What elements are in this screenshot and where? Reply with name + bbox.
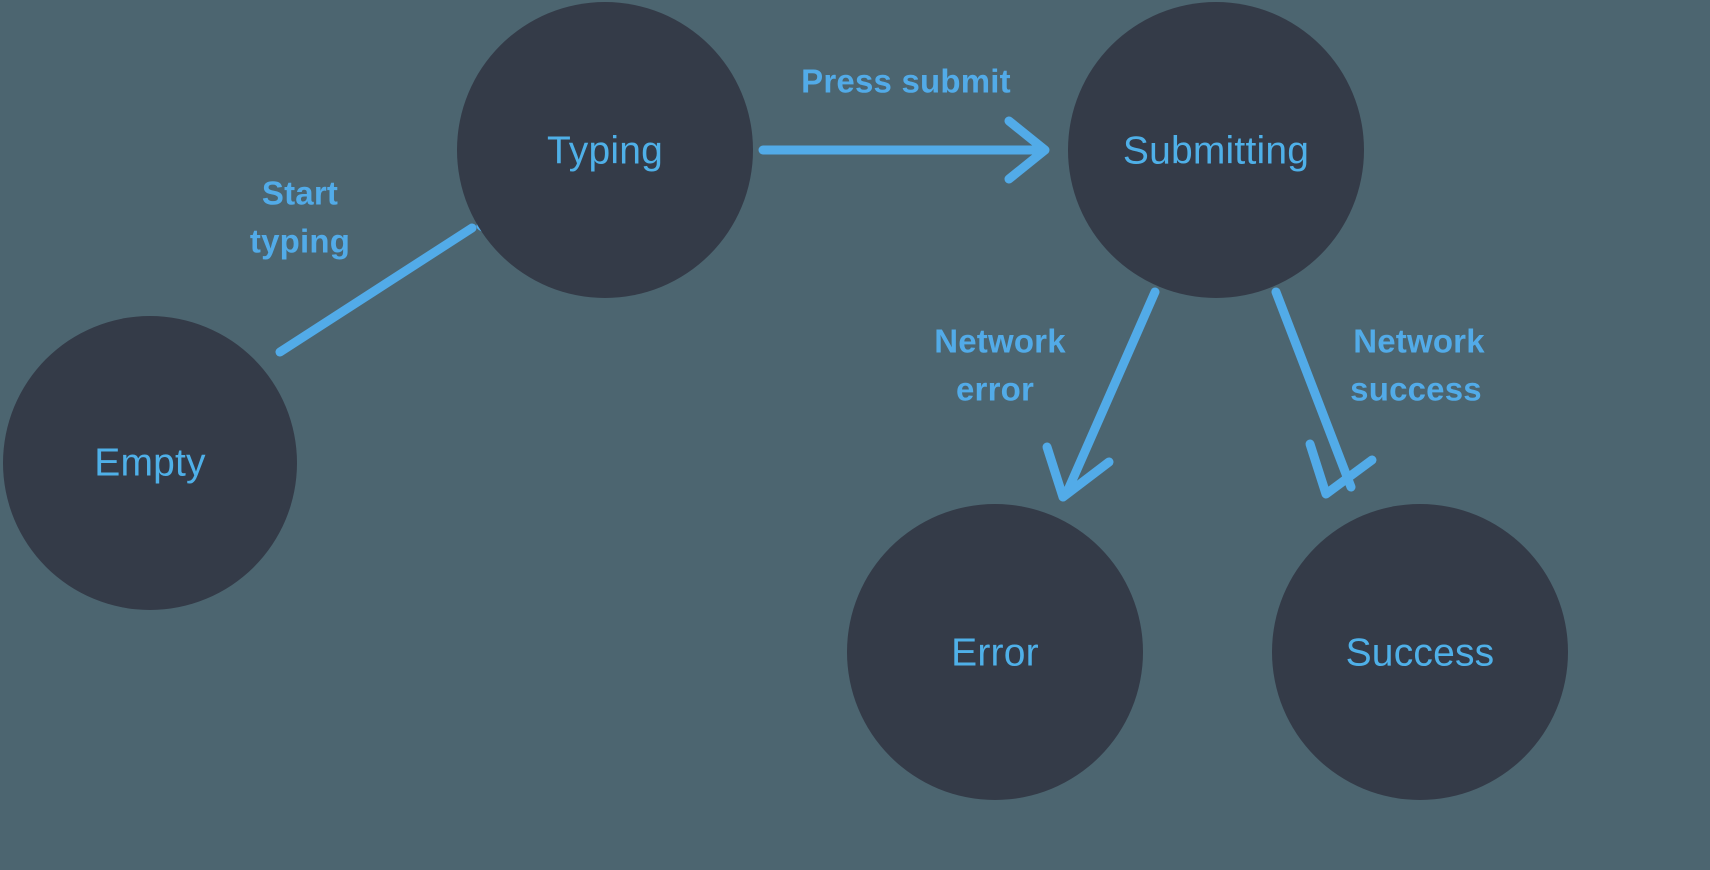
edge-label-press-submit: Press submit: [801, 63, 1011, 100]
node-label-submitting: Submitting: [1123, 130, 1309, 173]
edge-label-network-error: Network error: [934, 323, 1066, 408]
node-submitting[interactable]: Submitting: [1068, 2, 1364, 298]
edge-label-network-success: Network success: [1350, 323, 1485, 408]
node-circle-error[interactable]: [847, 504, 1143, 800]
arrowhead-network-error: [1042, 442, 1114, 502]
edge-network-error: [1042, 287, 1160, 502]
node-success[interactable]: Success: [1272, 504, 1568, 800]
edge-network-success: [1271, 287, 1377, 499]
node-typing[interactable]: Typing: [457, 2, 753, 298]
node-circle-success[interactable]: [1272, 504, 1568, 800]
node-circle-submitting[interactable]: [1068, 2, 1364, 298]
edge-line-start-typing: [275, 223, 477, 357]
node-label-empty: Empty: [94, 442, 206, 485]
edge-label-start-typing: Start typing: [250, 175, 350, 260]
arrowhead-network-success: [1305, 439, 1377, 499]
arrowhead-press-submit: [1004, 116, 1050, 184]
edge-press-submit: [758, 116, 1050, 184]
node-label-success: Success: [1346, 632, 1495, 675]
node-label-error: Error: [951, 632, 1039, 675]
node-circle-empty[interactable]: [3, 316, 297, 610]
edge-line-network-error: [1063, 287, 1160, 495]
node-label-typing: Typing: [547, 130, 663, 173]
node-error[interactable]: Error: [847, 504, 1143, 800]
edge-label-network-error-line-2: error: [956, 371, 1034, 408]
edge-label-network-error-line-1: Network: [934, 323, 1066, 360]
node-empty[interactable]: Empty: [3, 316, 297, 610]
edge-label-network-success-line-2: success: [1350, 371, 1482, 408]
node-circle-typing[interactable]: [457, 2, 753, 298]
edge-label-press-submit-line-1: Press submit: [801, 63, 1011, 100]
edge-label-network-success-line-1: Network: [1353, 323, 1485, 360]
edge-line-network-success: [1271, 287, 1356, 492]
edge-label-start-typing-line-2: typing: [250, 223, 350, 260]
edge-label-start-typing-line-1: Start: [262, 175, 338, 212]
